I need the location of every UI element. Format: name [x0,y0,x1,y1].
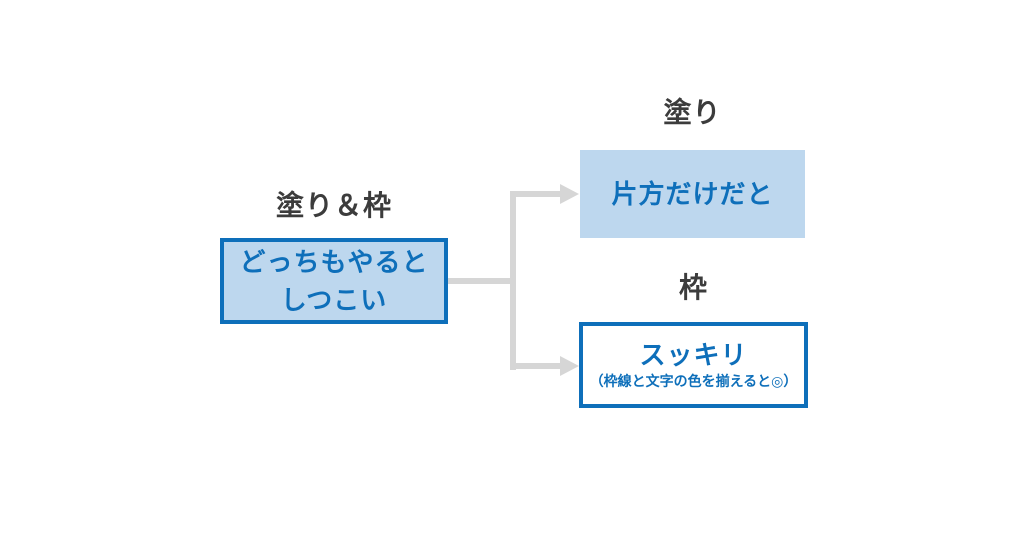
fill-node-label: 塗り [663,97,722,128]
source-node-text-line1: どっちもやると [239,247,429,277]
fill-node-text: 片方だけだと [611,179,774,209]
arrowhead-bottom-icon [560,356,579,376]
fill-node-box: 片方だけだと [580,150,805,238]
arrowhead-top-icon [560,184,579,204]
source-node-text-line2: しつこい [280,285,388,315]
border-node-label: 枠 [678,272,708,303]
border-node-text: スッキリ [639,340,748,370]
connector-stub [448,278,512,284]
border-node-subtext: （枠線と文字の色を揃えると◎） [589,373,798,389]
source-node-box: どっちもやると しつこい [220,238,448,324]
connector-branch-top [510,191,561,197]
connector-vertical [510,191,516,370]
connector-branch-bottom [510,363,561,369]
border-node-box: スッキリ （枠線と文字の色を揃えると◎） [579,322,808,408]
source-node-label: 塗り＆枠 [275,190,392,221]
